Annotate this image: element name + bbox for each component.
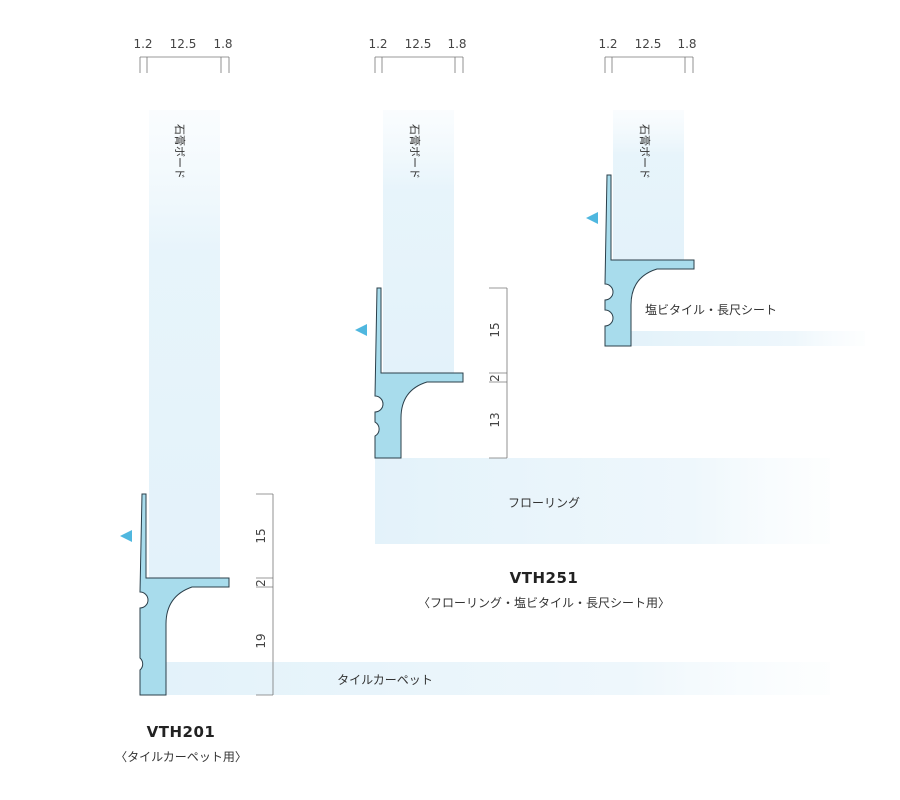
vth251-use: 〈フローリング・塩ビタイル・長尺シート用〉 <box>418 595 670 610</box>
vth251-model: VTH251 <box>510 569 579 587</box>
dim-13: 13 <box>488 412 502 427</box>
vth201-profile <box>139 493 230 696</box>
vth251-profile <box>374 287 464 459</box>
vinyl-arrow-icon <box>586 212 598 224</box>
vth201-arrow-icon <box>120 530 132 542</box>
vth251-floor-label: フローリング <box>508 496 580 510</box>
vinyl-top-dimension: 1.2 12.5 1.8 <box>598 37 697 73</box>
vth201-gypsum-board <box>149 110 220 580</box>
dim-12-5: 12.5 <box>635 37 662 51</box>
vinyl-floor-band <box>631 331 865 346</box>
vinyl-gypsum-board <box>613 110 684 260</box>
dim-12-5: 12.5 <box>405 37 432 51</box>
vinyl-profile-group: 1.2 12.5 1.8 石膏ボード 塩ビタイル・長尺シート <box>586 37 865 347</box>
dim-19: 19 <box>254 633 268 648</box>
vinyl-profile <box>604 174 695 347</box>
dim-1-2: 1.2 <box>598 37 617 51</box>
dim-15: 15 <box>254 528 268 543</box>
vth201-use: 〈タイルカーペット用〉 <box>115 750 247 764</box>
dim-1-8: 1.8 <box>447 37 466 51</box>
dim-12-5: 12.5 <box>170 37 197 51</box>
vth251-arrow-icon <box>355 324 367 336</box>
vth251-right-dimension: 15 2 13 <box>488 287 508 459</box>
dim-15: 15 <box>488 322 502 337</box>
vinyl-board-label: 石膏ボード <box>638 124 652 179</box>
vth201-floor-label: タイルカーペット <box>337 673 433 687</box>
vth201-top-dimension: 1.2 12.5 1.8 <box>133 37 233 73</box>
vth251-gypsum-board <box>383 110 454 375</box>
vth251-board-label: 石膏ボード <box>408 124 422 179</box>
dim-1-2: 1.2 <box>133 37 152 51</box>
vth201-group: 1.2 12.5 1.8 石膏ボード タイルカーペット 15 2 19 VTH2… <box>115 37 830 764</box>
vth251-group: 1.2 12.5 1.8 石膏ボード フローリング 15 2 13 VTH251… <box>355 37 830 610</box>
vth251-top-dimension: 1.2 12.5 1.8 <box>368 37 467 73</box>
dim-1-8: 1.8 <box>677 37 696 51</box>
dim-1-8: 1.8 <box>213 37 232 51</box>
vth201-board-label: 石膏ボード <box>173 124 187 179</box>
vth201-right-dimension: 15 2 19 <box>254 493 274 696</box>
vth201-floor-band <box>166 662 830 695</box>
dim-2: 2 <box>488 374 502 382</box>
vinyl-floor-label: 塩ビタイル・長尺シート <box>645 302 777 317</box>
dim-2: 2 <box>254 579 268 587</box>
vth201-model: VTH201 <box>147 723 216 741</box>
dim-1-2: 1.2 <box>368 37 387 51</box>
vth251-floor-band <box>375 458 830 544</box>
